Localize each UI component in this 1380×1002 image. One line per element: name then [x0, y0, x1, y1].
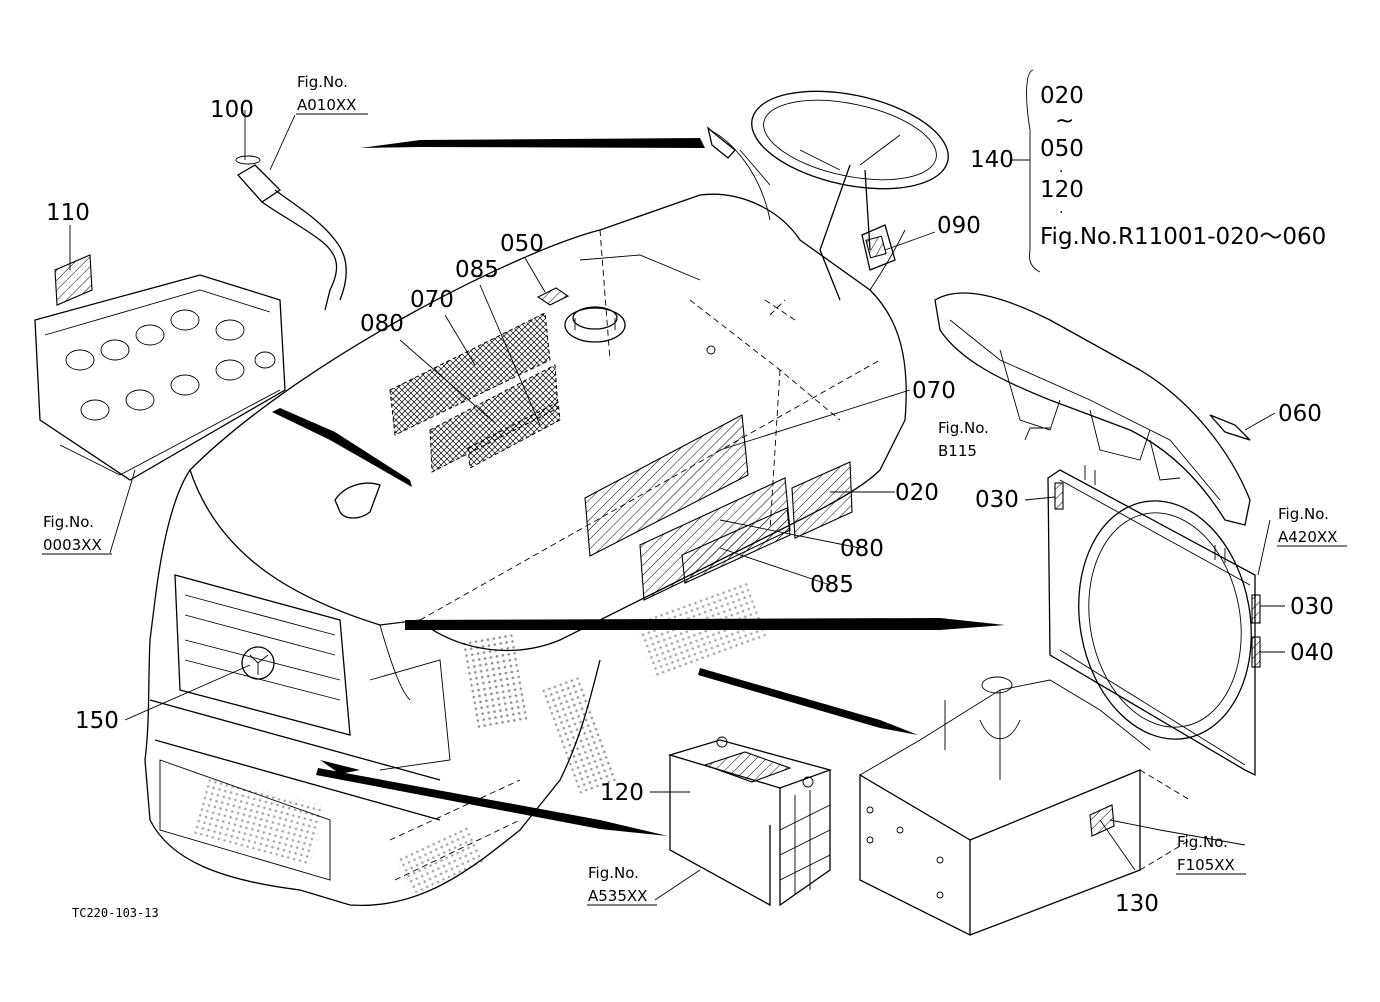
decal-020 [791, 461, 853, 539]
fig-label-a010: Fig.No. [297, 73, 348, 91]
fan-shroud [1047, 465, 1261, 777]
callout-120: 120 [600, 780, 644, 806]
dash-panel [934, 292, 1251, 526]
decal-030-right [1251, 594, 1261, 624]
callout-030-left: 030 [975, 487, 1019, 513]
callout-080-hood: 080 [360, 311, 404, 337]
callout-140: 140 [970, 147, 1014, 173]
bracket-group: 020 ~ 050 · 120 · Fig.No.R11001-020～060 [1040, 83, 1326, 250]
fig-ref-a010: A010XX [297, 96, 356, 114]
decal-090 [865, 235, 887, 259]
callout-110: 110 [46, 200, 90, 226]
fig-ref-f105: F105XX [1177, 856, 1235, 874]
callout-060: 060 [1278, 401, 1322, 427]
decal-030-left [1054, 482, 1064, 510]
bracket-reference: Fig.No.R11001-020～060 [1040, 224, 1326, 250]
decal-120 [703, 751, 792, 783]
decal-070-side [584, 414, 749, 557]
hood-assembly [144, 193, 907, 907]
direction-arrows [272, 138, 1005, 836]
fig-ref-a420: A420XX [1278, 528, 1337, 546]
bracket-item-120: 120 [1040, 177, 1084, 203]
bracket-tilde: ~ [1055, 108, 1074, 134]
callout-100: 100 [210, 97, 254, 123]
fig-label-f105: Fig.No. [1177, 833, 1228, 851]
battery [667, 736, 833, 907]
decal-130 [1089, 804, 1115, 837]
decal-050 [536, 287, 570, 306]
callout-150: 150 [75, 708, 119, 734]
fig-label-0003: Fig.No. [43, 513, 94, 531]
bracket-item-050: 050 [1040, 136, 1084, 162]
fig-label-a420: Fig.No. [1278, 505, 1329, 523]
fig-label-b115: Fig.No. [938, 419, 989, 437]
decal-080-side [639, 477, 791, 601]
decal-085-side [681, 507, 791, 584]
battery-support [859, 676, 1191, 937]
steering-wheel [706, 90, 949, 321]
fig-ref-0003: 0003XX [43, 536, 102, 554]
callout-080-side: 080 [840, 536, 884, 562]
svg-text:·: · [1059, 205, 1063, 221]
fig-label-a535: Fig.No. [588, 864, 639, 882]
figure-references: Fig.No. A010XX Fig.No. 0003XX Fig.No. B1… [42, 73, 1347, 906]
callout-040: 040 [1290, 640, 1334, 666]
decal-110 [54, 254, 93, 306]
callout-130: 130 [1115, 891, 1159, 917]
cylinder-head [34, 254, 286, 481]
callout-030-right: 030 [1290, 594, 1334, 620]
callout-050: 050 [500, 231, 544, 257]
leader-lines [69, 69, 1285, 901]
callout-labels: 100 110 050 085 070 080 090 070 020 080 … [46, 97, 1334, 917]
decal-040 [1251, 636, 1261, 668]
callout-085-side: 085 [810, 572, 854, 598]
drawing-code: TC220-103-13 [72, 906, 159, 920]
callout-070-side: 070 [912, 378, 956, 404]
callout-020: 020 [895, 480, 939, 506]
callout-090: 090 [937, 213, 981, 239]
callout-070-hood: 070 [410, 287, 454, 313]
bracket-item-020: 020 [1040, 83, 1084, 109]
svg-text:·: · [1059, 164, 1063, 180]
decal-070-hood [389, 312, 551, 436]
fig-ref-b115: B115 [938, 442, 977, 460]
callout-085-hood: 085 [455, 257, 499, 283]
fig-ref-a535: A535XX [588, 887, 647, 905]
key-switch [235, 155, 347, 311]
